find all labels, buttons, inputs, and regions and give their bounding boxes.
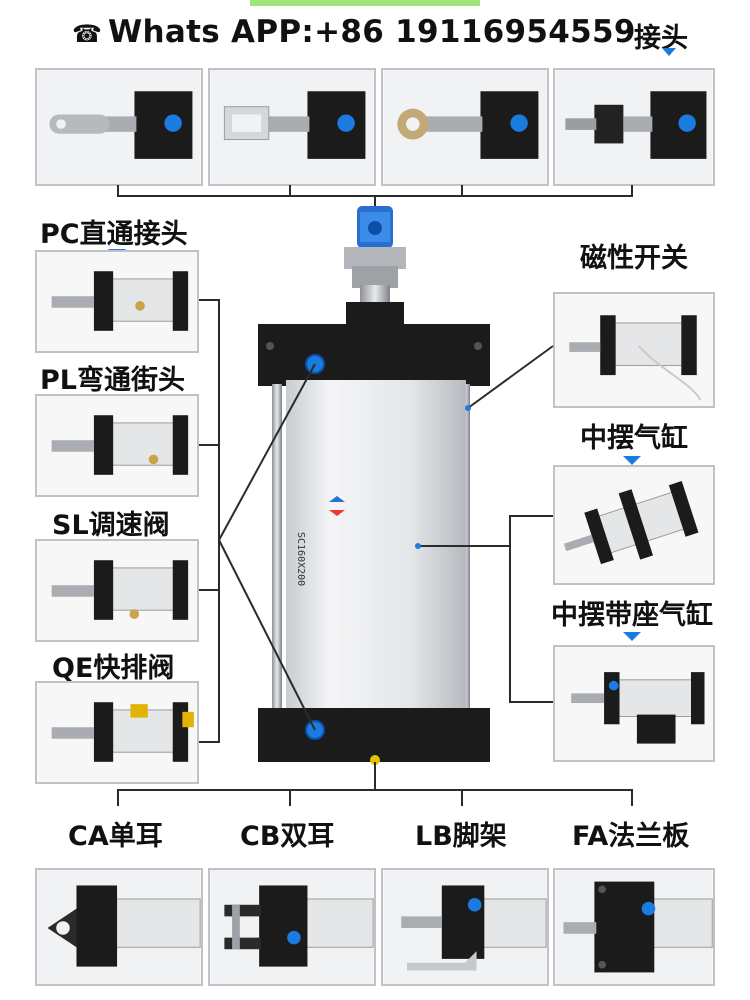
photo-pl-fitting <box>35 394 199 497</box>
cylinder-model-marking: SC160X200 <box>295 532 306 587</box>
photo-qe-valve <box>35 681 199 784</box>
label-pc-fitting: PC直通接头 <box>40 219 188 250</box>
joint-photo-y-clevis <box>208 68 376 186</box>
label-lb-foot-bracket: LB脚架 <box>415 821 507 852</box>
top-accent-bar <box>250 0 480 6</box>
photo-pc-fitting <box>35 250 199 353</box>
arrow-down-icon <box>623 456 641 465</box>
photo-ca-single-ear <box>35 868 203 986</box>
label-center-trunnion-cylinder: 中摆气缸 <box>580 423 688 454</box>
photo-center-trunnion-cylinder <box>553 465 715 585</box>
photo-fa-flange-plate <box>553 868 715 986</box>
label-pl-fitting: PL弯通街头 <box>40 365 185 396</box>
photo-magnetic-switch <box>553 292 715 408</box>
whatsapp-icon: ☎ <box>72 20 102 48</box>
joint-photo-rod-end <box>381 68 549 186</box>
label-center-trunnion-base-cylinder: 中摆带座气缸 <box>551 600 713 631</box>
label-qe-valve: QE快排阀 <box>52 653 175 684</box>
label-sl-valve: SL调速阀 <box>52 510 170 541</box>
photo-sl-valve <box>35 539 199 642</box>
label-fa-flange-plate: FA法兰板 <box>572 821 690 852</box>
photo-cb-double-ear <box>208 868 376 986</box>
label-ca-single-ear: CA单耳 <box>68 821 163 852</box>
label-cb-double-ear: CB双耳 <box>240 821 335 852</box>
arrow-down-icon <box>623 632 641 641</box>
joint-arrow-icon <box>662 48 676 56</box>
contact-text: Whats APP:+86 19116954559 <box>108 14 636 50</box>
photo-lb-foot-bracket <box>381 868 549 986</box>
joint-photo-clevis-plate <box>35 68 203 186</box>
header: ☎ Whats APP:+86 19116954559 接头 <box>0 6 750 58</box>
joint-label: 接头 <box>634 23 688 54</box>
label-magnetic-switch: 磁性开关 <box>580 243 688 274</box>
joint-photo-floating-joint <box>553 68 715 186</box>
photo-center-trunnion-base-cylinder <box>553 645 715 762</box>
